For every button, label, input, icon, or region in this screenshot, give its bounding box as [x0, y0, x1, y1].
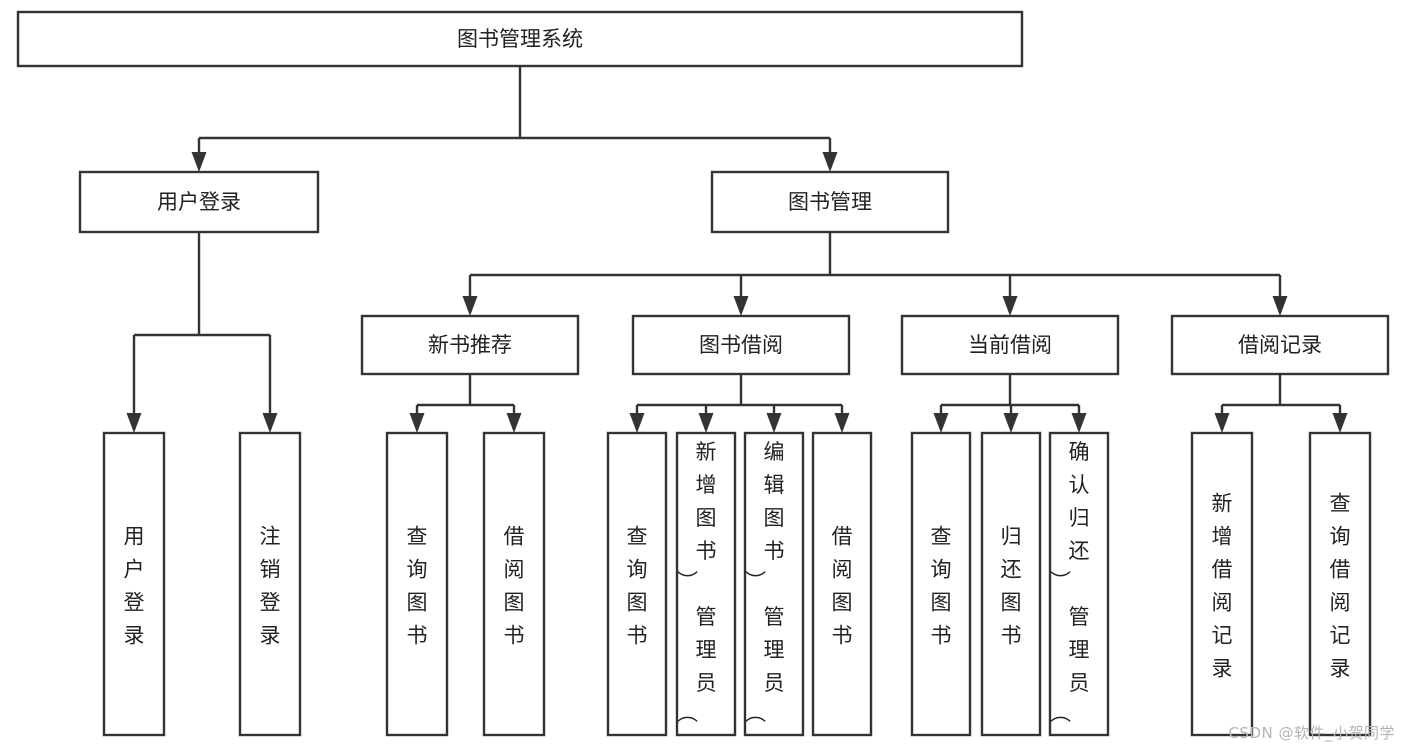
node-root[interactable]: 图书管理系统: [16, 10, 1024, 68]
node-label: 新增借阅记录: [1212, 492, 1233, 681]
connector-group-borrow: [629, 374, 850, 433]
node-box[interactable]: [910, 431, 972, 737]
node-label: 图书管理: [788, 190, 872, 214]
node-box[interactable]: [360, 314, 580, 376]
arrow-head-icon: [834, 413, 850, 433]
node-login[interactable]: 用户登录: [78, 170, 320, 234]
node-box[interactable]: [811, 431, 873, 737]
node-label: 注销登录: [260, 525, 281, 648]
node-box[interactable]: [675, 431, 737, 737]
arrow-head-icon: [1002, 296, 1018, 316]
node-box[interactable]: [900, 314, 1120, 376]
node-box[interactable]: [1048, 431, 1110, 737]
arrow-head-icon: [1071, 413, 1087, 433]
arrow-head-icon: [506, 413, 522, 433]
node-leaf-borrow-query[interactable]: 查询图书: [606, 431, 668, 737]
node-label: 归还图书: [1001, 525, 1022, 648]
arrow-head-icon: [1003, 413, 1019, 433]
arrow-head-icon: [262, 413, 278, 433]
arrow-head-icon: [933, 413, 949, 433]
node-label: 借阅图书: [504, 525, 525, 648]
node-box[interactable]: [631, 314, 851, 376]
arrow-head-icon: [822, 152, 838, 172]
node-box[interactable]: [1170, 314, 1390, 376]
connector-group-current: [933, 374, 1087, 433]
arrow-head-icon: [698, 413, 714, 433]
node-box[interactable]: [1190, 431, 1254, 737]
arrow-head-icon: [126, 413, 142, 433]
connector-group-root: [191, 66, 838, 172]
node-bookmgmt[interactable]: 图书管理: [710, 170, 950, 234]
node-leaf-current-return[interactable]: 归还图书: [980, 431, 1042, 737]
node-leaf-current-confirm[interactable]: 确认归还（管理员）: [1048, 431, 1110, 737]
arrow-head-icon: [191, 152, 207, 172]
node-newbook[interactable]: 新书推荐: [360, 314, 580, 376]
node-box[interactable]: [1308, 431, 1372, 737]
node-leaf-current-query[interactable]: 查询图书: [910, 431, 972, 737]
arrow-head-icon: [629, 413, 645, 433]
node-label: 图书借阅: [699, 333, 783, 357]
node-current[interactable]: 当前借阅: [900, 314, 1120, 376]
node-box[interactable]: [980, 431, 1042, 737]
node-label: 查询借阅记录: [1330, 492, 1351, 681]
connector-group-newbook: [409, 374, 522, 433]
arrow-head-icon: [1332, 413, 1348, 433]
connector-group-records: [1214, 374, 1348, 433]
node-box[interactable]: [238, 431, 302, 737]
arrow-head-icon: [1272, 296, 1288, 316]
node-leaf-user-login[interactable]: 用户登录: [102, 431, 166, 737]
node-box[interactable]: [606, 431, 668, 737]
connector-layer: [126, 66, 1348, 433]
node-label: 新增图书（管理员）: [677, 440, 717, 723]
node-label: 借阅图书: [832, 525, 853, 648]
arrow-head-icon: [409, 413, 425, 433]
node-leaf-borrow-lend[interactable]: 借阅图书: [811, 431, 873, 737]
node-label: 确认归还（管理员）: [1050, 440, 1090, 723]
node-label: 图书管理系统: [457, 27, 583, 51]
connector-group-bookmgmt: [462, 232, 1288, 316]
node-box[interactable]: [102, 431, 166, 737]
node-leaf-newbook-query[interactable]: 查询图书: [385, 431, 449, 737]
node-label: 用户登录: [124, 525, 145, 648]
node-leaf-borrow-add[interactable]: 新增图书（管理员）: [675, 431, 737, 737]
node-leaf-logout-login[interactable]: 注销登录: [238, 431, 302, 737]
node-label: 当前借阅: [968, 333, 1052, 357]
node-label: 用户登录: [157, 190, 241, 214]
arrow-head-icon: [1214, 413, 1230, 433]
node-records[interactable]: 借阅记录: [1170, 314, 1390, 376]
node-borrow[interactable]: 图书借阅: [631, 314, 851, 376]
node-leaf-records-add[interactable]: 新增借阅记录: [1190, 431, 1254, 737]
node-label: 借阅记录: [1238, 333, 1322, 357]
node-label: 查询图书: [931, 525, 952, 648]
node-layer: 图书管理系统用户登录图书管理新书推荐图书借阅当前借阅借阅记录用户登录注销登录查询…: [16, 10, 1390, 737]
node-box[interactable]: [482, 431, 546, 737]
node-box[interactable]: [16, 10, 1024, 68]
node-leaf-records-query[interactable]: 查询借阅记录: [1308, 431, 1372, 737]
node-box[interactable]: [743, 431, 805, 737]
arrow-head-icon: [733, 296, 749, 316]
node-label: 新书推荐: [428, 333, 512, 357]
node-leaf-borrow-edit[interactable]: 编辑图书（管理员）: [743, 431, 805, 737]
connector-group-login: [126, 232, 278, 433]
node-box[interactable]: [78, 170, 320, 234]
node-leaf-newbook-borrow[interactable]: 借阅图书: [482, 431, 546, 737]
node-label: 查询图书: [627, 525, 648, 648]
arrow-head-icon: [462, 296, 478, 316]
arrow-head-icon: [766, 413, 782, 433]
node-box[interactable]: [385, 431, 449, 737]
node-label: 查询图书: [407, 525, 428, 648]
node-box[interactable]: [710, 170, 950, 234]
node-label: 编辑图书（管理员）: [745, 440, 785, 723]
